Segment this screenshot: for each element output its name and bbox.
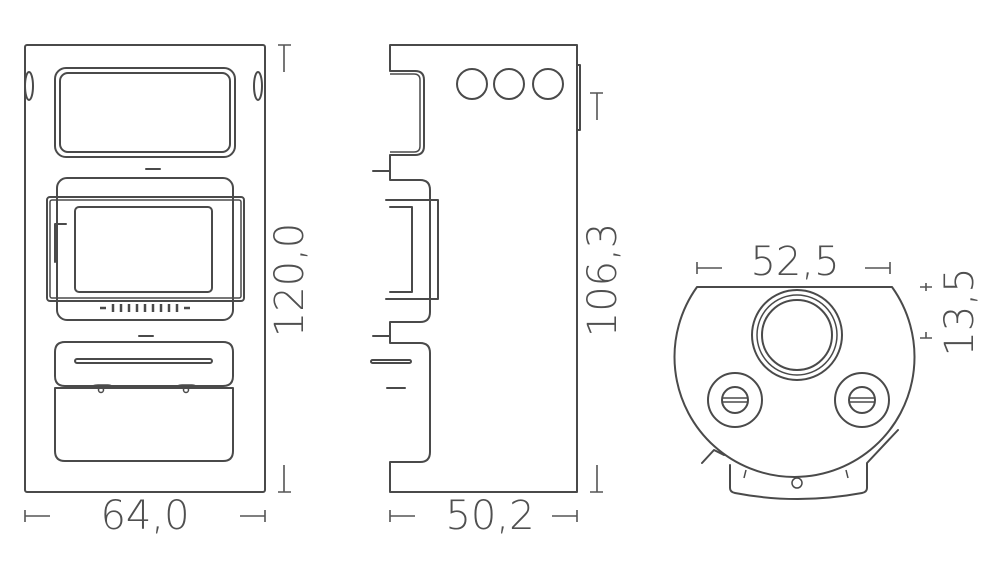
top-width-dimension-line — [696, 262, 891, 274]
door-handle — [54, 223, 67, 263]
right-screw-plate — [834, 372, 890, 428]
bracket-pin — [791, 477, 803, 489]
left-side-slot — [24, 71, 34, 101]
side-depth-label: 50,2 — [445, 493, 534, 539]
flue-collar-middle — [756, 294, 838, 376]
front-height-label: 120,0 — [267, 223, 313, 338]
side-body-outline — [389, 44, 578, 493]
side-height-dimension-line — [590, 92, 603, 493]
front-width-label: 64,0 — [100, 493, 189, 539]
left-screw-head — [721, 386, 749, 414]
left-screw-plate — [707, 372, 763, 428]
screw-slot — [849, 397, 875, 403]
hinges — [89, 384, 199, 389]
rear-strip — [576, 64, 581, 131]
side-height-label: 106,3 — [580, 223, 626, 338]
flue-recess — [390, 73, 421, 153]
side-door-handle — [385, 199, 439, 300]
vent-hole — [493, 68, 525, 100]
front-view: 120,0 64,0 — [24, 44, 313, 539]
top-window-inner — [59, 72, 231, 153]
screw-slot — [722, 397, 748, 403]
top-view: 52,5 13,5 — [673, 239, 983, 500]
side-view: 106,3 50,2 — [370, 44, 626, 539]
door-handle-frame-inner — [49, 199, 242, 299]
top-width-label: 52,5 — [750, 239, 839, 285]
hinge-pin — [97, 386, 105, 394]
drawer-slot — [74, 358, 213, 364]
height-dimension-line — [278, 44, 291, 493]
offset-dimension-line — [920, 283, 932, 339]
vent-hole — [456, 68, 488, 100]
depth-dimension-line — [389, 510, 578, 522]
top-window-outer — [54, 67, 236, 158]
fire-door — [56, 177, 234, 321]
flue-collar-inner — [761, 299, 833, 371]
bracket-tabs — [743, 469, 849, 479]
flue-collar-outer — [751, 289, 843, 381]
air-vent-row — [100, 304, 190, 312]
right-side-slot — [253, 71, 263, 101]
ash-drawer — [54, 341, 234, 387]
right-screw-head — [848, 386, 876, 414]
top-offset-label: 13,5 — [937, 267, 983, 356]
door-bracket — [701, 429, 899, 500]
vent-hole — [532, 68, 564, 100]
width-dimension-line — [24, 510, 266, 522]
drawer-handle — [370, 359, 412, 364]
front-body-outline — [24, 44, 266, 493]
door-glass — [74, 206, 213, 293]
top-body-outline — [673, 286, 916, 478]
lower-compartment — [54, 387, 234, 462]
hinge-pin — [182, 386, 190, 394]
door-handle-frame — [46, 196, 245, 302]
